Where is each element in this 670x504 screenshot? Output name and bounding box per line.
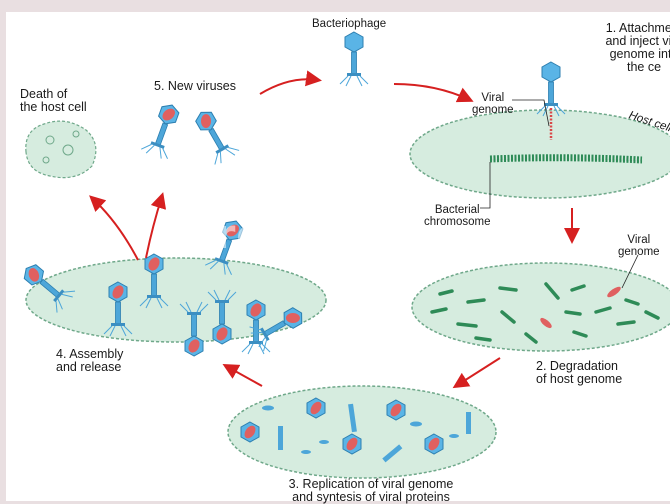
lytic-cycle-diagram: dreamstime Bacteriophage 1. Attachmentan… (6, 12, 670, 501)
arrow-phage-to-1 (394, 84, 470, 100)
dead-cell (26, 121, 96, 178)
host-cell-1 (410, 110, 670, 198)
host-cell-4 (26, 258, 326, 342)
new-virus-1 (141, 100, 186, 160)
arrow-4-to-death (92, 198, 138, 260)
host-cell-3 (228, 386, 496, 478)
host-cell-2 (412, 263, 670, 351)
arrow-2-to-3 (456, 358, 500, 386)
arrow-5-to-phage (260, 79, 318, 94)
label-step1: 1. Attachmentand inject viragenome intot… (584, 22, 670, 75)
label-bacteriophage: Bacteriophage (312, 18, 386, 30)
arrow-3-to-4 (226, 366, 262, 386)
attaching-phage (537, 62, 565, 116)
bacteriophage (340, 32, 368, 86)
arrow-4-to-new (146, 196, 162, 258)
label-step5: 5. New viruses (154, 80, 236, 93)
new-virus-2 (189, 105, 240, 166)
